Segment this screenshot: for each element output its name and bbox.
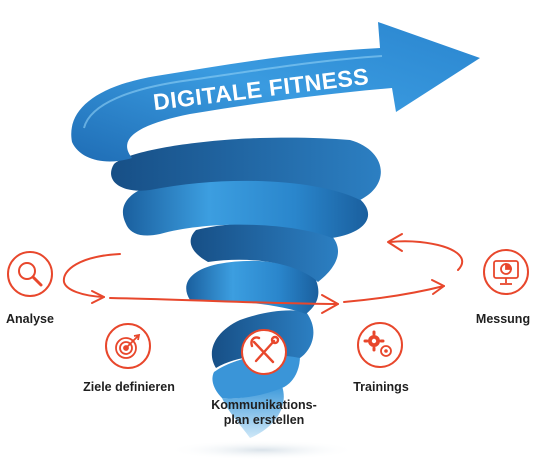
spiral-loop-3-back [190, 222, 339, 282]
arrow-main-head [321, 294, 339, 314]
spiral-loop-4-back [111, 137, 381, 200]
step-kommunikation-icon-group [241, 329, 287, 375]
spiral-loop-3 [122, 174, 369, 238]
step-label-trainings: Trainings [353, 380, 409, 394]
magnifier-icon [18, 262, 43, 287]
arrow-return-loop [389, 240, 464, 271]
spiral-loop-2 [186, 260, 319, 314]
step-analyse-icon-group [7, 251, 53, 297]
tools-icon [250, 335, 280, 364]
spiral-tail [222, 386, 284, 438]
step-ziele-icon-group [105, 323, 151, 369]
arrow-left-loop [62, 253, 121, 298]
step-trainings-icon-group [357, 322, 403, 368]
process-arrows [62, 233, 464, 314]
monitor-icon [493, 260, 519, 285]
messung-circle [483, 249, 529, 295]
arrow-to-messung-head [431, 279, 445, 295]
floor-shadow [167, 440, 357, 460]
arrow-left-loop-head [91, 290, 105, 304]
trainings-circle [357, 322, 403, 368]
analyse-circle [7, 251, 53, 297]
arrow-main-line [109, 297, 339, 305]
step-label-kommunikation: Kommunikations- plan erstellen [204, 398, 324, 428]
gears-icon [363, 330, 392, 357]
step-label-analyse: Analyse [6, 312, 54, 326]
spiral-ribbon [71, 22, 480, 438]
arrow-highlight [83, 55, 383, 129]
target-icon [115, 333, 141, 359]
arrow-to-messung [343, 285, 445, 303]
step-label-kommunikation-line1: Kommunikations- [211, 398, 317, 412]
step-messung-icon-group [483, 249, 529, 295]
step-label-ziele: Ziele definieren [83, 380, 175, 394]
step-label-messung: Messung [475, 312, 531, 326]
arrow-return-head [387, 233, 403, 252]
step-label-kommunikation-line2: plan erstellen [223, 413, 305, 427]
